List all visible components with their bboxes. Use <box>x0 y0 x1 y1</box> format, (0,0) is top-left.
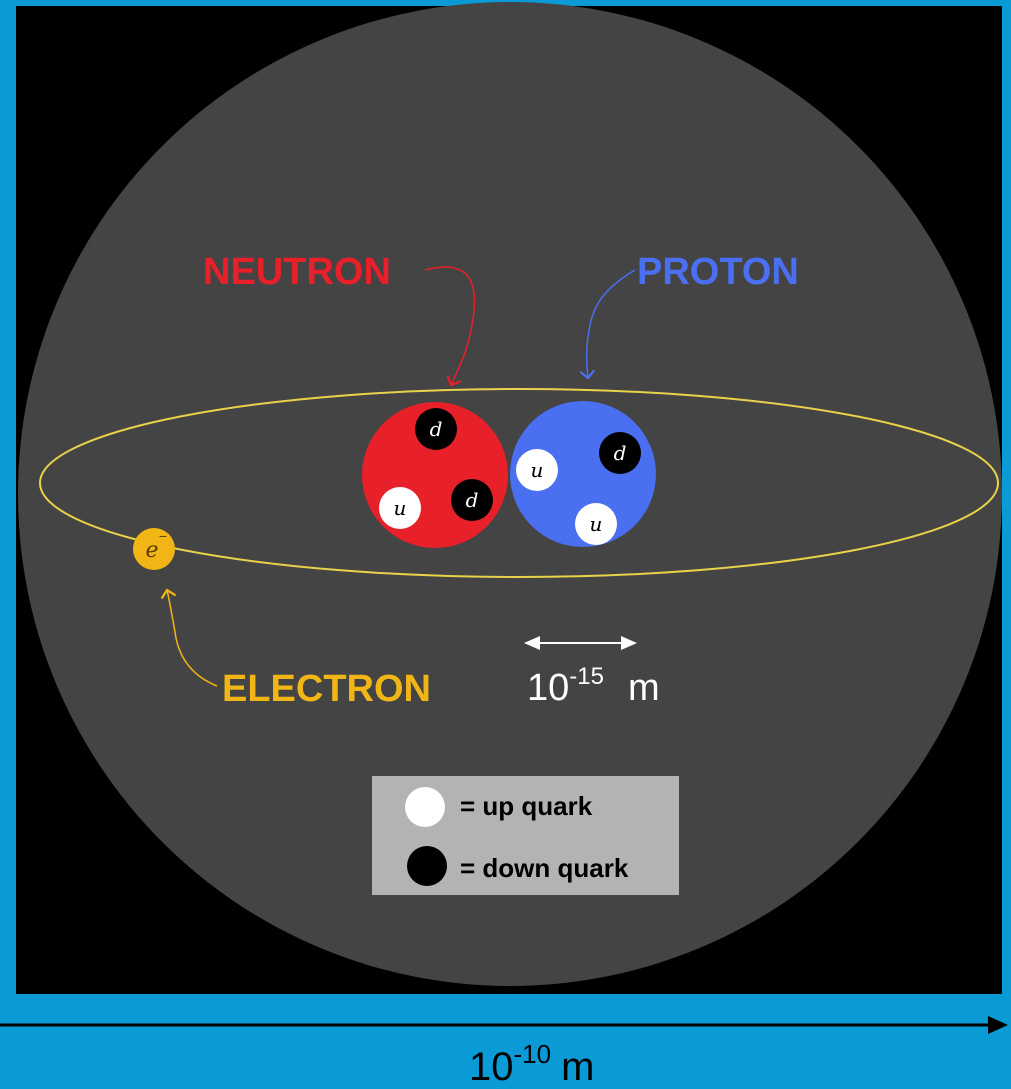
atom-scale-base: 10 <box>469 1045 514 1089</box>
atom-scale-label: 10-10 m <box>469 1039 594 1089</box>
proton-up-quark-1 <box>516 449 558 491</box>
down-quark-legend-label: = down quark <box>460 853 629 883</box>
proton: u d u <box>510 401 656 547</box>
up-quark-letter: u <box>394 496 407 520</box>
up-quark-swatch <box>405 787 445 827</box>
nucleus-scale-bar: 10-15 m <box>524 636 660 709</box>
nucleus-scale-arrowhead-left <box>524 636 540 650</box>
up-quark-letter: u <box>590 512 603 536</box>
nucleus-scale-exponent: -15 <box>569 663 604 690</box>
neutron-down-quark-1 <box>415 408 457 450</box>
nucleus-scale-unit: m <box>628 667 660 709</box>
electron-label: ELECTRON <box>222 668 431 710</box>
electron-orbit <box>39 388 999 578</box>
electron-body <box>133 528 175 570</box>
down-quark-swatch <box>407 846 447 886</box>
nucleus-scale-arrowhead-right <box>621 636 637 650</box>
atom-scale-bar: 10-10 m <box>0 1016 1008 1089</box>
nucleus-scale-base: 10 <box>527 667 569 709</box>
atom-scale-unit: m <box>561 1045 594 1089</box>
atom-scale-exponent: -10 <box>514 1039 552 1069</box>
electron-letter: e <box>145 538 158 563</box>
proton-up-quark-2 <box>575 503 617 545</box>
electron: e − <box>133 528 175 570</box>
proton-label: PROTON <box>637 251 799 293</box>
nucleus-scale-label: 10-15 m <box>527 663 660 709</box>
quark-legend: = up quark = down quark <box>372 776 679 895</box>
atom-sphere <box>18 2 1002 986</box>
neutron-label: NEUTRON <box>203 251 391 293</box>
atom-scale-arrowhead <box>988 1016 1008 1034</box>
proton-pointer-arrow <box>587 269 636 378</box>
down-quark-letter: d <box>466 488 479 512</box>
neutron-up-quark <box>379 487 421 529</box>
proton-down-quark <box>599 432 641 474</box>
down-quark-letter: d <box>430 417 443 441</box>
up-quark-legend-label: = up quark <box>460 791 593 821</box>
neutron-pointer-arrow <box>424 266 476 385</box>
down-quark-letter: d <box>614 441 627 465</box>
electron-charge: − <box>159 528 167 544</box>
up-quark-letter: u <box>531 458 544 482</box>
neutron: d d u <box>362 402 508 548</box>
neutron-down-quark-2 <box>451 479 493 521</box>
electron-pointer-arrow <box>167 590 218 687</box>
